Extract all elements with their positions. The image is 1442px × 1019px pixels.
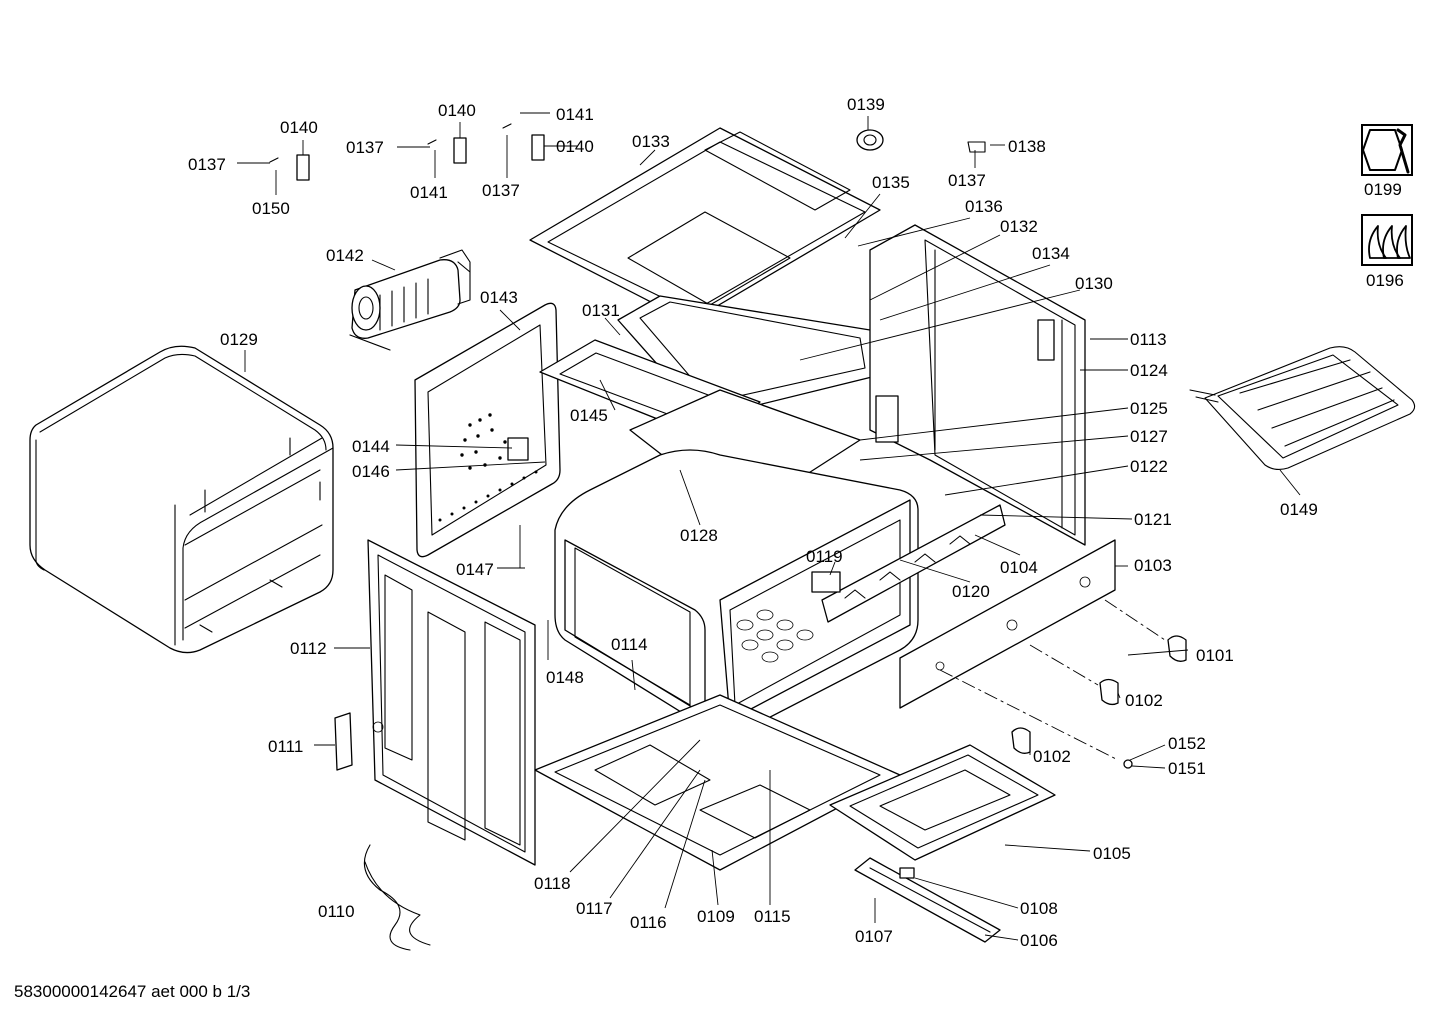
- part-label-0111: 0111: [268, 737, 303, 756]
- side-panel-drawing: [869, 224, 1086, 546]
- wrench-nut-icon: [1361, 124, 1413, 176]
- part-label-0142: 0142: [326, 246, 364, 265]
- part-label-0149: 0149: [1280, 500, 1318, 519]
- part-label-0137: 0137: [482, 181, 520, 200]
- part-label-0147: 0147: [456, 560, 494, 579]
- part-label-0140: 0140: [438, 101, 476, 120]
- document-code: 58300000142647 aet 000 b 1/3: [14, 982, 250, 1001]
- rear-fan-cover-drawing: [414, 302, 561, 558]
- part-label-0129: 0129: [220, 330, 258, 349]
- part-label-0137: 0137: [188, 155, 226, 174]
- part-label-0104: 0104: [1000, 558, 1038, 577]
- part-label-0112: 0112: [290, 639, 327, 658]
- part-label-0130: 0130: [1075, 274, 1113, 293]
- part-label-0141: 0141: [410, 183, 448, 202]
- gas-flame-icon: [1361, 214, 1413, 266]
- top-panels-drawing: [529, 127, 881, 441]
- leader-lines: [237, 112, 1301, 941]
- part-label-0113: 0113: [1130, 330, 1167, 349]
- part-label-0128: 0128: [680, 526, 718, 545]
- drip-tray-drawing: [829, 744, 1056, 861]
- part-label-0150: 0150: [252, 199, 290, 218]
- part-label-0107: 0107: [855, 927, 893, 946]
- part-label-0132: 0132: [1000, 217, 1038, 236]
- part-label-0152: 0152: [1168, 734, 1206, 753]
- part-label-0199: 0199: [1364, 180, 1402, 199]
- part-label-0124: 0124: [1130, 361, 1168, 380]
- part-label-0125: 0125: [1130, 399, 1168, 418]
- wiring-drawing: [363, 844, 431, 951]
- outer-casing-drawing: [29, 345, 334, 654]
- hinge-bracket-drawing: [334, 712, 353, 771]
- part-labels: 0137 0140 0150 0137 0140 0141 0141 0140 …: [188, 95, 1404, 950]
- part-label-0144: 0144: [352, 437, 390, 456]
- part-label-0103: 0103: [1134, 556, 1172, 575]
- part-label-0140: 0140: [556, 137, 594, 156]
- part-label-0117: 0117: [576, 899, 613, 918]
- part-label-0151: 0151: [1168, 759, 1206, 778]
- left-side-panel-drawing: [367, 539, 536, 866]
- part-label-0116: 0116: [630, 913, 667, 932]
- part-label-0140: 0140: [280, 118, 318, 137]
- part-label-0105: 0105: [1093, 844, 1131, 863]
- part-label-0122: 0122: [1130, 457, 1168, 476]
- part-label-0141: 0141: [556, 105, 594, 124]
- part-label-0118: 0118: [534, 874, 571, 893]
- part-label-0133: 0133: [632, 132, 670, 151]
- part-label-0106: 0106: [1020, 931, 1058, 950]
- part-label-0148: 0148: [546, 668, 584, 687]
- part-label-0121: 0121: [1134, 510, 1172, 529]
- part-label-0134: 0134: [1032, 244, 1070, 263]
- part-label-0119: 0119: [806, 547, 843, 566]
- part-label-0143: 0143: [480, 288, 518, 307]
- part-label-0102: 0102: [1033, 747, 1071, 766]
- part-label-0137: 0137: [346, 138, 384, 157]
- grill-element-drawing: [1189, 346, 1416, 471]
- bottom-tray-drawing: [534, 694, 901, 871]
- vent-holes: [438, 413, 538, 522]
- part-label-0109: 0109: [697, 907, 735, 926]
- part-label-0110: 0110: [318, 902, 355, 921]
- part-label-0131: 0131: [582, 301, 620, 320]
- part-label-0108: 0108: [1020, 899, 1058, 918]
- part-label-0138: 0138: [1008, 137, 1046, 156]
- part-label-0120: 0120: [952, 582, 990, 601]
- fan-motor-drawing: [349, 249, 471, 351]
- part-label-0145: 0145: [570, 406, 608, 425]
- part-label-0135: 0135: [872, 173, 910, 192]
- part-label-0136: 0136: [965, 197, 1003, 216]
- part-label-0115: 0115: [754, 907, 791, 926]
- cavity-floor-holes: [736, 609, 814, 663]
- assembly-axis-lines: [939, 599, 1166, 761]
- part-label-0127: 0127: [1130, 427, 1168, 446]
- part-label-0137: 0137: [948, 171, 986, 190]
- control-panel-drawing: [821, 504, 1116, 709]
- burner-drawing: [854, 857, 1001, 943]
- part-label-0139: 0139: [847, 95, 885, 114]
- part-label-0101: 0101: [1196, 646, 1234, 665]
- small-hardware-drawing: [269, 123, 1187, 769]
- part-label-0102: 0102: [1125, 691, 1163, 710]
- oven-cavity-drawing: [554, 449, 919, 736]
- part-label-0146: 0146: [352, 462, 390, 481]
- part-label-0114: 0114: [611, 635, 648, 654]
- part-label-0196: 0196: [1366, 271, 1404, 290]
